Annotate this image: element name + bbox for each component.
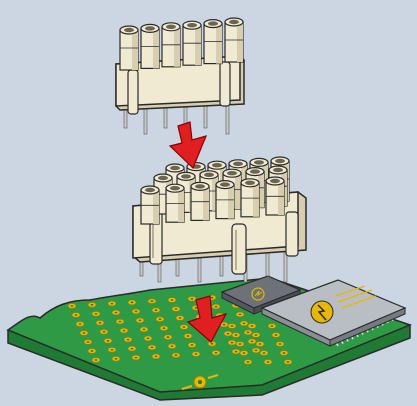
down-arrow-icon [168,121,208,170]
connector-socket [161,22,181,68]
connector-socket [182,20,202,66]
connector-socket [215,180,235,220]
single-row-connector [115,17,245,135]
ground-pad-icon [181,374,219,390]
top-latch-right [219,61,231,107]
stacked-connector [132,156,307,283]
connector-latch-right [231,211,299,275]
large-chip [260,279,407,347]
connector-socket [140,23,160,69]
connector-socket-grid [140,156,290,225]
top-latch-left [127,69,139,115]
connector-socket [165,183,185,223]
connector-socket [119,25,139,71]
connector-socket [265,176,285,216]
down-arrow-icon [186,295,228,343]
top-socket-row [119,17,244,71]
connector-socket [203,19,223,65]
connector-socket [240,178,260,218]
connector-socket [224,17,244,63]
connector-socket [190,181,210,221]
lightning-logo-icon [310,300,334,324]
connector-socket [140,185,160,225]
